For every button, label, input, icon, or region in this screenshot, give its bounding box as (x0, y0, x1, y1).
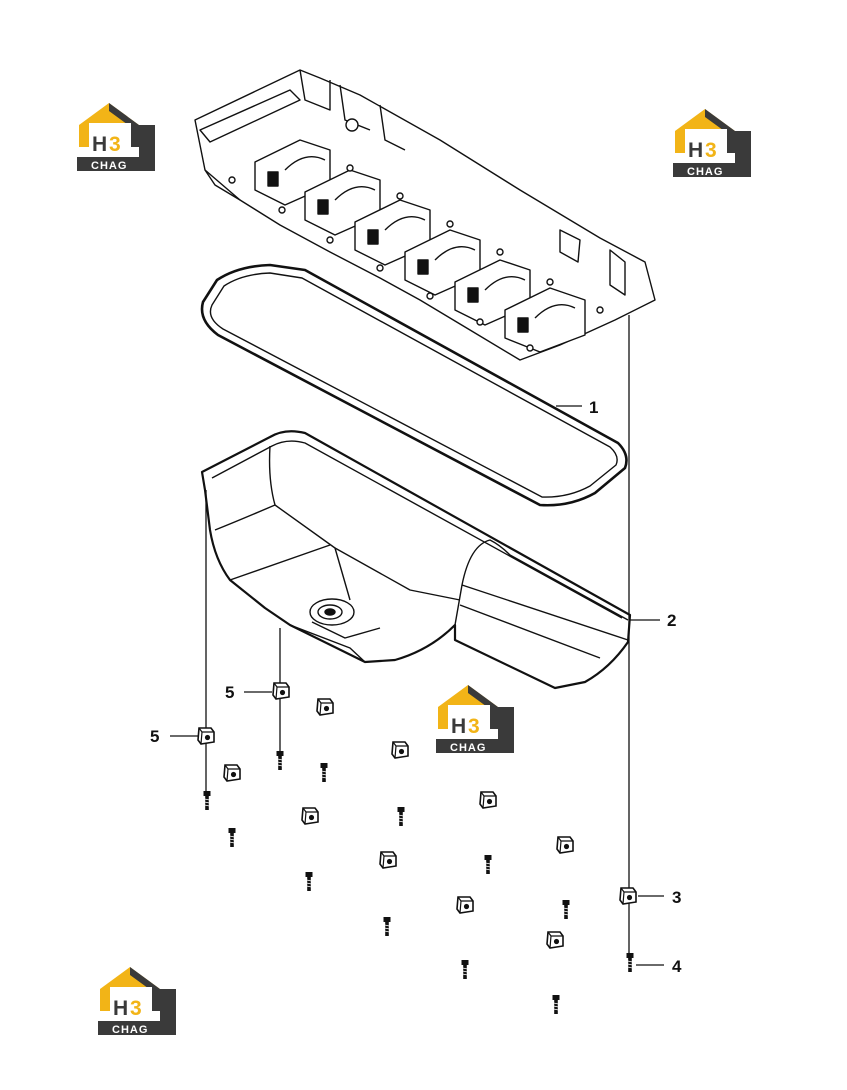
logo-brand-text: CHAG (450, 742, 486, 754)
bolt (562, 899, 570, 920)
bolt (484, 854, 492, 875)
watermark-logo: H 3 CHAG (98, 967, 176, 1036)
logo-letter: H (92, 133, 107, 156)
logo-digit: 3 (109, 133, 121, 156)
callout-labels: 1 2 3 4 5 5 (150, 398, 682, 976)
bolt (320, 762, 328, 783)
logo-brand-text: CHAG (91, 160, 127, 172)
callout-4: 4 (672, 957, 682, 976)
clip-nut (379, 851, 397, 869)
leader-lines (170, 315, 664, 966)
callout-5-left: 5 (150, 727, 159, 746)
logo-letter: H (113, 997, 128, 1020)
callout-3: 3 (672, 888, 681, 907)
bracket-left (197, 727, 215, 745)
oil-pan-gasket (200, 263, 628, 507)
logo-letter: H (451, 715, 466, 738)
logo-brand-text: CHAG (112, 1024, 148, 1036)
watermark-logo: H 3 CHAG (77, 103, 155, 172)
bolt (461, 959, 469, 980)
clip-part-3 (619, 887, 637, 905)
clip-nut (301, 807, 319, 825)
bolt (552, 994, 560, 1015)
bolt (397, 806, 405, 827)
cylinder-block (194, 69, 656, 361)
bolt (228, 827, 236, 848)
clip-nut (479, 791, 497, 809)
logo-digit: 3 (130, 997, 142, 1020)
oil-pan (200, 430, 632, 690)
logo-digit: 3 (468, 715, 480, 738)
watermark-logo: H 3 CHAG (673, 109, 751, 178)
callout-1: 1 (589, 398, 598, 417)
bolt (383, 916, 391, 937)
bolt (305, 871, 313, 892)
bracket-center (272, 682, 290, 700)
callout-2: 2 (667, 611, 676, 630)
clip-nut (546, 931, 564, 949)
bolt-part-4 (626, 952, 634, 973)
logo-digit: 3 (705, 139, 717, 162)
clip-nut (391, 741, 409, 759)
bolt (276, 750, 284, 771)
logo-letter: H (688, 139, 703, 162)
clip-nut (556, 836, 574, 854)
callout-5-center: 5 (225, 683, 234, 702)
logo-brand-text: CHAG (687, 166, 723, 178)
bolt (203, 790, 211, 811)
clip-nut (223, 764, 241, 782)
clip-nut (316, 698, 334, 716)
watermark-logo: H 3 CHAG (436, 685, 514, 754)
clip-nut (456, 896, 474, 914)
